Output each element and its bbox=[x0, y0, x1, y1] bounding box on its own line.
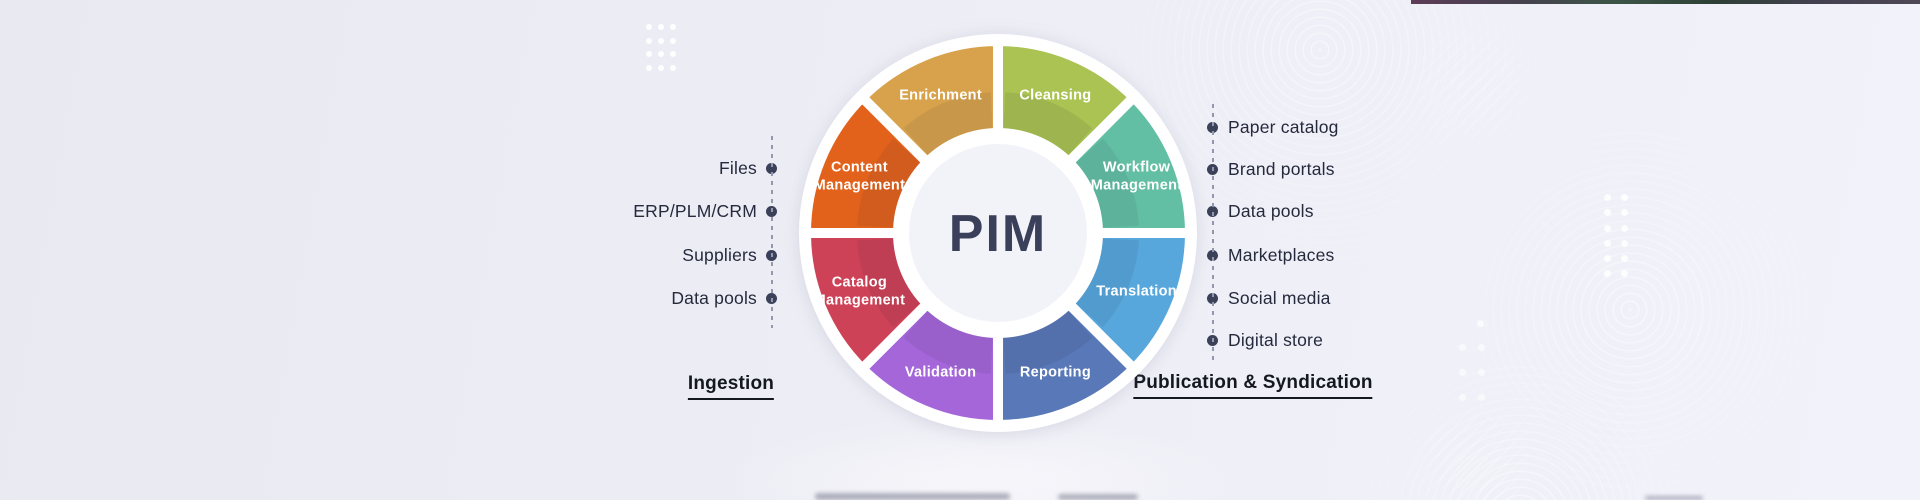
wheel-segment-inner-shade bbox=[1003, 311, 1093, 374]
wheel-segment-inner-shade bbox=[857, 138, 920, 228]
wheel-segment-inner-shade bbox=[903, 92, 993, 155]
ingestion-item: Data pools bbox=[671, 288, 757, 308]
publication-title: Publication & Syndication bbox=[1133, 372, 1373, 399]
publication-item: Marketplaces bbox=[1228, 245, 1335, 265]
publication-item: Social media bbox=[1228, 288, 1331, 308]
ingestion-item: Files bbox=[719, 158, 757, 178]
wheel-segment-inner-shade bbox=[1076, 238, 1139, 328]
cutoff-text-fragment bbox=[1058, 494, 1138, 500]
wheel-segment-inner-shade bbox=[903, 311, 993, 374]
cutoff-text-fragment bbox=[1645, 496, 1703, 500]
ingestion-item: ERP/PLM/CRM bbox=[633, 201, 757, 221]
publication-item: Data pools bbox=[1228, 201, 1314, 221]
ingestion-dashed-line bbox=[771, 136, 773, 328]
publication-dashed-line bbox=[1212, 104, 1214, 364]
wheel-segment-label-enrichment: Enrichment bbox=[899, 87, 982, 103]
publication-item: Digital store bbox=[1228, 330, 1323, 350]
top-edge-strip bbox=[1411, 0, 1920, 4]
ingestion-title: Ingestion bbox=[687, 373, 775, 400]
wheel-segment-label-translation: Translation bbox=[1096, 283, 1177, 299]
wheel-segment-label-validation: Validation bbox=[905, 365, 977, 381]
publication-item: Brand portals bbox=[1228, 159, 1335, 179]
wheel-segment-label-reporting: Reporting bbox=[1020, 365, 1091, 381]
wheel-segment-label-cleansing: Cleansing bbox=[1019, 87, 1091, 103]
wheel-center-label: PIM bbox=[949, 205, 1047, 263]
wheel-hub bbox=[909, 144, 1087, 322]
wheel-segment-inner-shade bbox=[857, 238, 920, 328]
cutoff-text-fragment bbox=[815, 493, 1010, 500]
wheel-segment-inner-shade bbox=[1003, 92, 1093, 155]
wheel-segment-inner-shade bbox=[1076, 138, 1139, 228]
publication-item: Paper catalog bbox=[1228, 117, 1339, 137]
ingestion-item: Suppliers bbox=[682, 245, 757, 265]
